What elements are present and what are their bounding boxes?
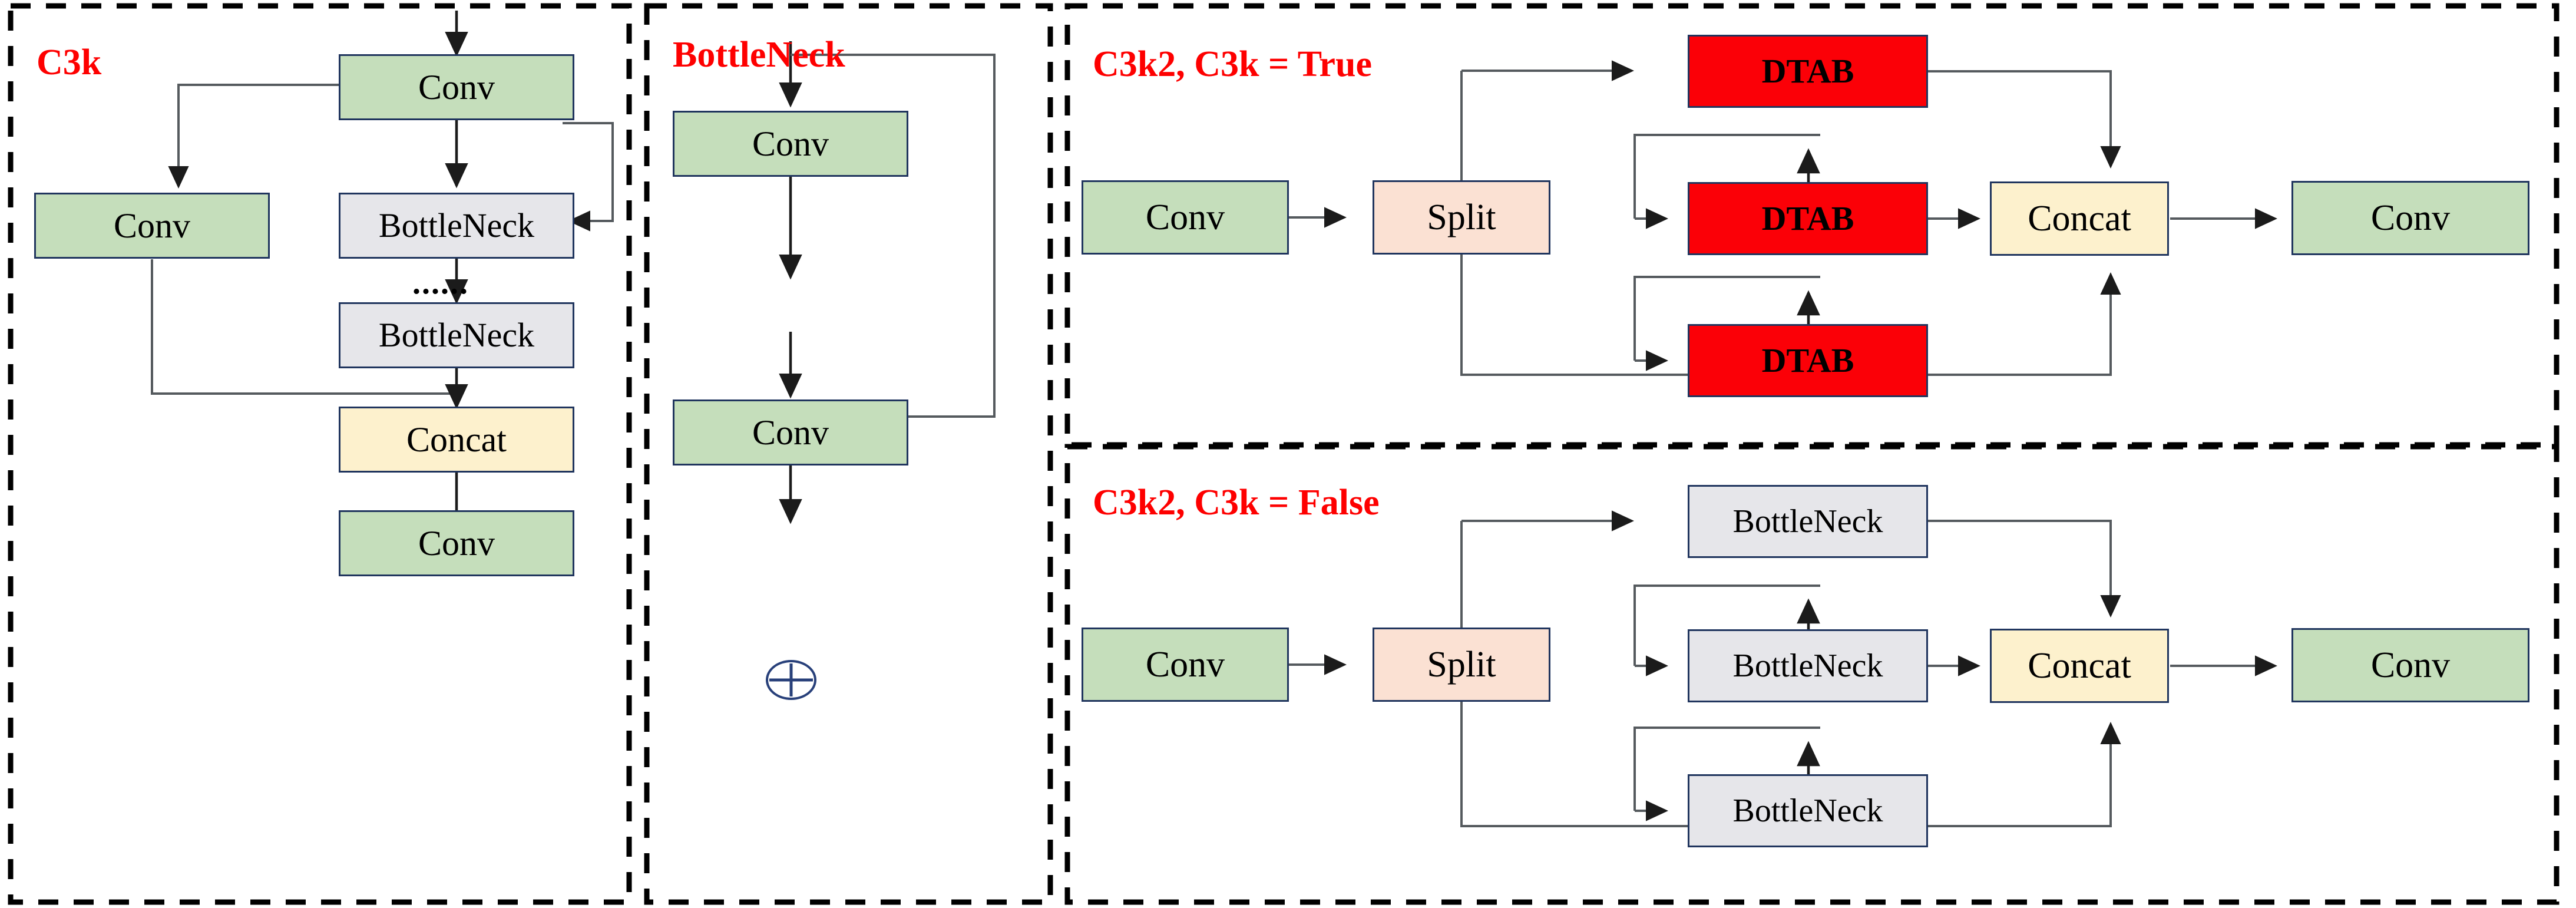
c3k2true-dtab-1[interactable]: DTAB: [1688, 35, 1928, 108]
c3k2false-bottleneck-1[interactable]: BottleNeck: [1688, 485, 1928, 558]
panel-frame-c3k2-false: [1064, 444, 2560, 905]
c3k2false-conv-in[interactable]: Conv: [1082, 628, 1289, 702]
panel-frame-c3k2-true: [1064, 3, 2560, 448]
panel-title-c3k: C3k: [37, 42, 102, 82]
c3k2false-concat[interactable]: Concat: [1990, 629, 2169, 703]
c3k-bottleneck-first[interactable]: BottleNeck: [339, 193, 574, 259]
c3k2true-dtab-2[interactable]: DTAB: [1688, 182, 1928, 255]
panel-title-bottleneck: BottleNeck: [673, 35, 845, 75]
c3k2true-conv-in[interactable]: Conv: [1082, 180, 1289, 255]
c3k-concat[interactable]: Concat: [339, 407, 574, 473]
c3k-ellipsis: ......: [412, 265, 469, 301]
c3k2true-split[interactable]: Split: [1373, 180, 1550, 255]
c3k2false-split[interactable]: Split: [1373, 628, 1550, 702]
c3k2true-dtab-3[interactable]: DTAB: [1688, 324, 1928, 397]
panel-title-c3k2-false: C3k2, C3k = False: [1093, 483, 1380, 523]
c3k2false-conv-out[interactable]: Conv: [2291, 628, 2529, 702]
c3k2true-conv-out[interactable]: Conv: [2291, 181, 2529, 255]
bottleneck-conv-1[interactable]: Conv: [673, 111, 908, 177]
c3k-conv-top[interactable]: Conv: [339, 54, 574, 120]
panel-frame-bottleneck: [644, 3, 1053, 905]
panel-title-c3k2-true: C3k2, C3k = True: [1093, 44, 1372, 84]
c3k2false-bottleneck-2[interactable]: BottleNeck: [1688, 629, 1928, 702]
c3k2true-concat[interactable]: Concat: [1990, 181, 2169, 256]
panel-frame-c3k: [8, 3, 632, 905]
c3k-conv-out[interactable]: Conv: [339, 510, 574, 576]
c3k-conv-left[interactable]: Conv: [34, 193, 270, 259]
c3k2false-bottleneck-3[interactable]: BottleNeck: [1688, 774, 1928, 847]
c3k-bottleneck-last[interactable]: BottleNeck: [339, 302, 574, 368]
bottleneck-conv-2[interactable]: Conv: [673, 399, 908, 465]
